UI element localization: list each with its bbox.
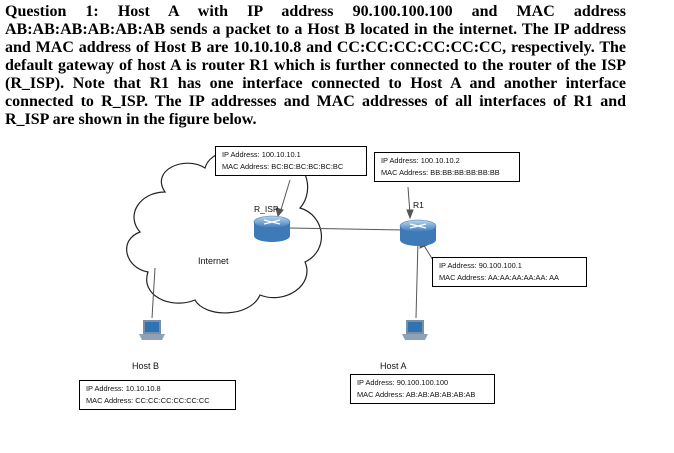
- r-isp-address-box: IP Address: 100.10.10.1 MAC Address: BC:…: [215, 146, 367, 176]
- host-b-address-box: IP Address: 10.10.10.8 MAC Address: CC:C…: [79, 380, 236, 410]
- r1-router-icon: [399, 219, 437, 246]
- link-cloud-hostb: [151, 267, 156, 319]
- r1-lan-address-box: IP Address: 90.100.100.1 MAC Address: AA…: [432, 257, 587, 287]
- host-b-laptop-icon: [139, 320, 165, 340]
- r1-wan-ip: IP Address: 100.10.10.2: [381, 156, 460, 165]
- host-a-laptop-icon: [402, 320, 428, 340]
- internet-label: Internet: [198, 256, 229, 266]
- host-a-address-box: IP Address: 90.100.100.100 MAC Address: …: [350, 374, 495, 404]
- host-b-label: Host B: [132, 361, 160, 371]
- host-a-label: Host A: [380, 361, 407, 371]
- r1-wan-mac: MAC Address: BB:BB:BB:BB:BB:BB: [381, 168, 500, 177]
- r-isp-label: R_ISP: [254, 204, 279, 214]
- link-risp-r1: [289, 227, 406, 231]
- r-isp-router-icon: [253, 215, 291, 242]
- host-a-ip: IP Address: 90.100.100.100: [357, 378, 449, 387]
- r-isp-mac: MAC Address: BC:BC:BC:BC:BC:BC: [222, 162, 344, 171]
- host-b-ip: IP Address: 10.10.10.8: [86, 384, 161, 393]
- link-r1-hosta: [415, 239, 419, 319]
- r1-lan-mac: MAC Address: AA:AA:AA:AA:AA: AA: [439, 273, 559, 282]
- r1-wan-address-box: IP Address: 100.10.10.2 MAC Address: BB:…: [374, 152, 520, 182]
- host-a-mac: MAC Address: AB:AB:AB:AB:AB:AB: [357, 390, 476, 399]
- question-text: Question 1: Host A with IP address 90.10…: [5, 3, 626, 128]
- network-links: [151, 227, 419, 319]
- r1-lan-ip: IP Address: 90.100.100.1: [439, 261, 522, 270]
- host-b-mac: MAC Address: CC:CC:CC:CC:CC:CC: [86, 396, 210, 405]
- r-isp-ip: IP Address: 100.10.10.1: [222, 150, 301, 159]
- r1-label: R1: [413, 200, 424, 210]
